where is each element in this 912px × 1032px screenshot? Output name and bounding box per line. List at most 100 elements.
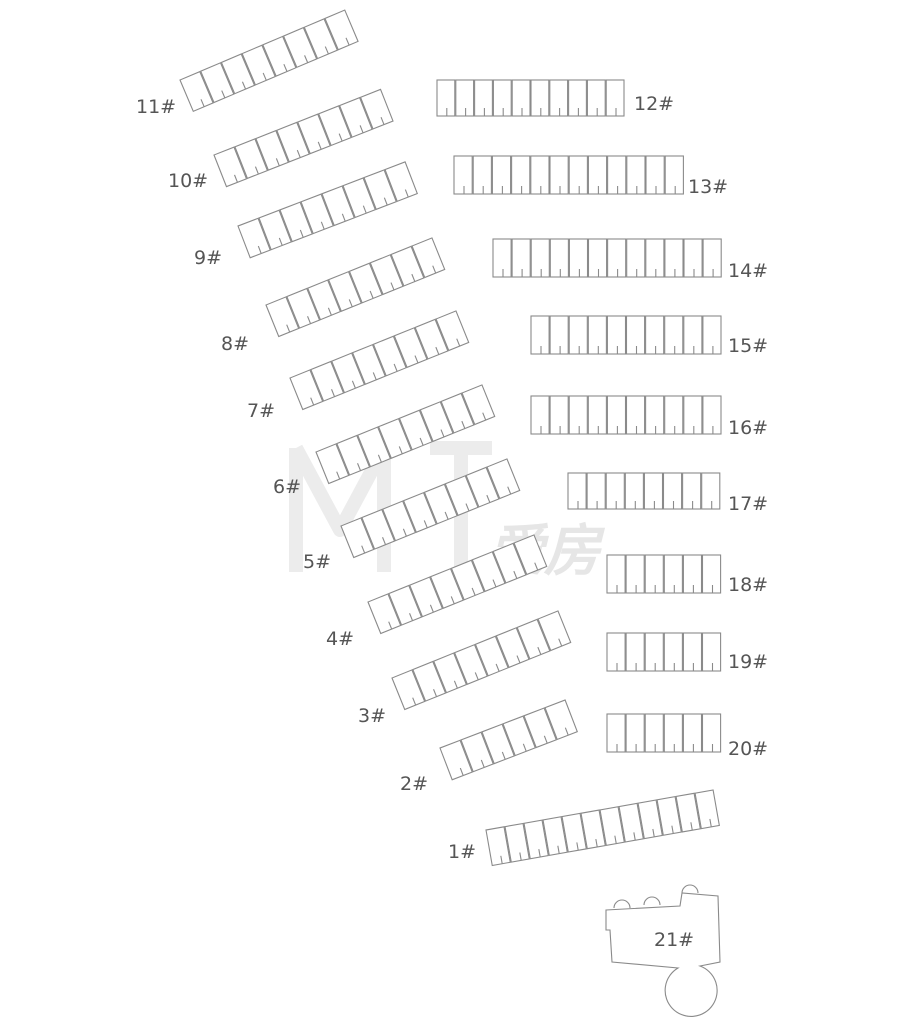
unit-block <box>384 161 419 203</box>
unit-block <box>682 472 702 510</box>
label-building-10[interactable]: 10# <box>168 170 208 192</box>
label-building-9[interactable]: 9# <box>194 247 222 269</box>
unit-block <box>391 669 426 711</box>
unit-divider <box>435 346 440 355</box>
unit-block <box>310 360 345 402</box>
unit-block <box>492 542 527 584</box>
unit-block <box>626 155 646 195</box>
unit-divider <box>709 818 712 827</box>
building-13-footprint[interactable] <box>453 155 684 195</box>
building-15-footprint[interactable] <box>530 315 722 355</box>
unit-divider <box>412 697 417 706</box>
unit-block <box>702 315 722 355</box>
label-building-2[interactable]: 2# <box>400 773 428 795</box>
unit-divider <box>557 845 560 854</box>
unit-block <box>351 343 386 385</box>
unit-divider <box>465 503 470 512</box>
unit-divider <box>320 221 325 230</box>
unit-block <box>324 9 359 51</box>
label-building-12[interactable]: 12# <box>634 93 674 115</box>
label-building-5[interactable]: 5# <box>303 551 331 573</box>
unit-divider <box>262 72 267 81</box>
building-11-footprint[interactable] <box>179 9 359 113</box>
building-16-footprint[interactable] <box>530 395 722 435</box>
unit-divider <box>241 81 247 90</box>
label-building-11[interactable]: 11# <box>136 96 176 118</box>
building-6-footprint[interactable] <box>315 384 496 485</box>
unit-divider <box>359 125 364 134</box>
unit-block <box>567 472 587 510</box>
unit-block <box>461 384 496 426</box>
unit-block <box>262 35 297 77</box>
building-20-footprint[interactable] <box>606 713 722 753</box>
unit-block <box>606 632 626 672</box>
unit-block <box>377 417 412 459</box>
unit-divider <box>461 420 466 429</box>
building-12-footprint[interactable] <box>436 79 625 117</box>
unit-divider <box>299 229 304 238</box>
unit-block <box>587 395 607 435</box>
building-3-footprint[interactable] <box>391 610 572 711</box>
label-building-8[interactable]: 8# <box>221 333 249 355</box>
unit-block <box>605 79 625 117</box>
unit-block <box>336 434 371 476</box>
unit-divider <box>534 562 539 571</box>
unit-divider <box>414 355 419 364</box>
unit-block <box>331 352 366 394</box>
unit-block <box>453 643 488 685</box>
label-building-4[interactable]: 4# <box>326 628 354 650</box>
label-building-13[interactable]: 13# <box>688 176 728 198</box>
label-building-1[interactable]: 1# <box>448 841 476 863</box>
label-building-6[interactable]: 6# <box>273 476 301 498</box>
label-building-16[interactable]: 16# <box>728 417 768 439</box>
label-building-7[interactable]: 7# <box>247 400 275 422</box>
unit-block <box>663 713 683 753</box>
unit-block <box>363 169 398 211</box>
building-1-footprint[interactable] <box>485 789 720 867</box>
unit-divider <box>286 324 291 333</box>
building-21-footprint[interactable] <box>605 884 721 1017</box>
unit-block <box>568 155 588 195</box>
unit-block <box>606 713 626 753</box>
building-8-footprint[interactable] <box>265 237 446 338</box>
label-building-18[interactable]: 18# <box>728 574 768 596</box>
unit-block <box>340 517 375 559</box>
building-14-footprint[interactable] <box>492 238 722 278</box>
building-17-footprint[interactable] <box>567 472 721 510</box>
unit-block <box>504 822 530 863</box>
label-building-15[interactable]: 15# <box>728 335 768 357</box>
unit-divider <box>453 680 458 689</box>
unit-block <box>675 792 701 833</box>
unit-block <box>702 395 722 435</box>
unit-divider <box>317 141 322 150</box>
unit-divider <box>331 389 336 397</box>
unit-block <box>530 155 550 195</box>
unit-divider <box>390 282 395 291</box>
unit-divider <box>221 90 226 99</box>
label-building-20[interactable]: 20# <box>728 738 768 760</box>
unit-block <box>549 238 569 278</box>
unit-block <box>402 491 437 533</box>
building-7-footprint[interactable] <box>289 310 470 411</box>
label-building-19[interactable]: 19# <box>728 651 768 673</box>
building-19-footprint[interactable] <box>606 632 722 672</box>
label-building-17[interactable]: 17# <box>728 493 768 515</box>
building-9-footprint[interactable] <box>237 161 419 259</box>
unit-block <box>523 819 549 860</box>
label-building-3[interactable]: 3# <box>358 705 386 727</box>
unit-block <box>568 79 587 117</box>
building-10-footprint[interactable] <box>213 88 394 188</box>
unit-block <box>682 632 703 672</box>
unit-block <box>388 584 423 626</box>
label-building-21[interactable]: 21# <box>654 929 694 951</box>
building-18-footprint[interactable] <box>606 554 722 594</box>
unit-block <box>663 554 683 594</box>
building-4-footprint[interactable] <box>367 534 548 635</box>
unit-divider <box>482 412 487 421</box>
unit-divider <box>459 767 464 776</box>
building-2-footprint[interactable] <box>439 699 578 781</box>
unit-block <box>423 483 458 525</box>
label-building-14[interactable]: 14# <box>728 260 768 282</box>
unit-divider <box>429 604 434 613</box>
building-5-footprint[interactable] <box>340 458 521 559</box>
